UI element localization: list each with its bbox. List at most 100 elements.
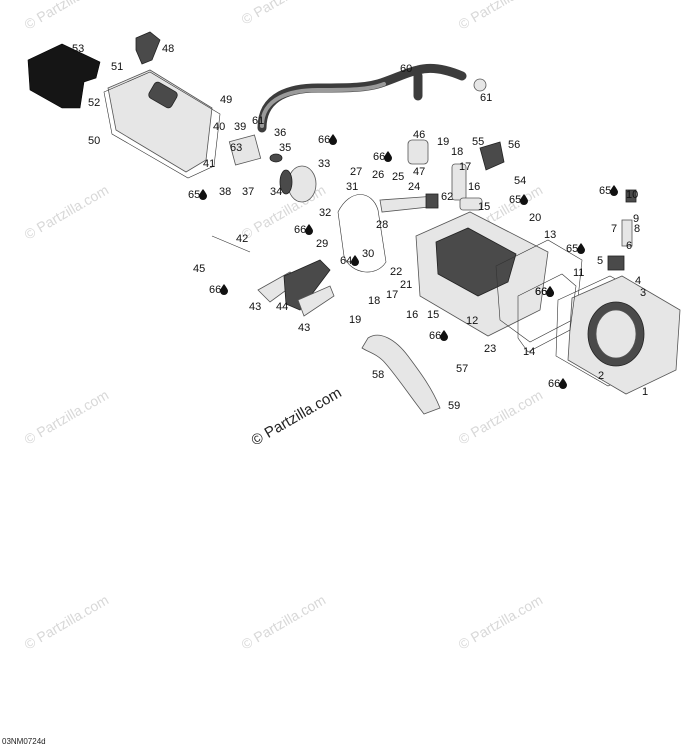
- watermark: © Partzilla.com: [239, 592, 329, 653]
- part-49-gasket: [103, 71, 221, 179]
- callout-20: 20: [529, 212, 541, 224]
- part-55-bracket: [479, 141, 505, 171]
- callout-63: 63: [230, 142, 242, 154]
- callout-66: 66: [429, 330, 441, 342]
- callout-48: 48: [162, 43, 174, 55]
- copyright-notice: © Partzilla.com: [249, 384, 345, 449]
- part-58-exhaust-manifold: [361, 334, 441, 415]
- callout-21: 21: [400, 279, 412, 291]
- callout-58: 58: [372, 369, 384, 381]
- callout-2: 2: [598, 370, 604, 382]
- callout-57: 57: [456, 363, 468, 375]
- callout-45: 45: [193, 263, 205, 275]
- oil-drop-icon: [199, 189, 207, 200]
- watermark: © Partzilla.com: [456, 387, 546, 448]
- callout-26: 26: [372, 169, 384, 181]
- oil-drop-icon: [351, 255, 359, 266]
- callout-35: 35: [279, 142, 291, 154]
- callout-61: 61: [480, 92, 492, 104]
- oil-drop-icon: [220, 284, 228, 295]
- part-35-oring: [269, 153, 283, 163]
- callout-10: 10: [626, 189, 638, 201]
- callout-56: 56: [508, 139, 520, 151]
- callout-16: 16: [406, 309, 418, 321]
- callout-7: 7: [611, 223, 617, 235]
- callout-31: 31: [346, 181, 358, 193]
- callout-22: 22: [390, 266, 402, 278]
- part-10-sensor: [625, 189, 637, 203]
- watermark: © Partzilla.com: [456, 0, 546, 33]
- part-61-clamp: [473, 78, 487, 92]
- part-50-cap: [148, 81, 178, 109]
- callout-52: 52: [88, 97, 100, 109]
- callout-14: 14: [523, 346, 535, 358]
- watermark: © Partzilla.com: [456, 592, 546, 653]
- callout-40: 40: [213, 121, 225, 133]
- callout-65: 65: [509, 194, 521, 206]
- callout-46: 46: [413, 129, 425, 141]
- callout-23: 23: [484, 343, 496, 355]
- callout-66: 66: [209, 284, 221, 296]
- callout-61: 61: [252, 115, 264, 127]
- part-53-pad: [27, 43, 101, 109]
- callout-3: 3: [640, 287, 646, 299]
- part-46-lifter: [407, 139, 429, 165]
- reference-code: 03NM0724d: [2, 737, 46, 746]
- part-valve-spring-upper: [451, 163, 467, 201]
- callout-24: 24: [408, 181, 420, 193]
- callout-34: 34: [270, 186, 282, 198]
- watermark: © Partzilla.com: [22, 592, 112, 653]
- callout-54: 54: [514, 175, 526, 187]
- callout-64: 64: [340, 255, 352, 267]
- callout-49: 49: [220, 94, 232, 106]
- callout-55: 55: [472, 136, 484, 148]
- part-42-shaft: [211, 235, 251, 253]
- watermark: © Partzilla.com: [22, 0, 112, 33]
- callout-25: 25: [392, 171, 404, 183]
- callout-9: 9: [633, 213, 639, 225]
- part-44-rocker: [283, 259, 331, 311]
- part-7-rod: [621, 219, 633, 247]
- part-5-adjuster: [607, 255, 625, 271]
- callout-51: 51: [111, 61, 123, 73]
- oil-drop-icon: [329, 134, 337, 145]
- callout-66: 66: [535, 286, 547, 298]
- callout-6: 6: [626, 240, 632, 252]
- watermark: © Partzilla.com: [22, 387, 112, 448]
- watermark: © Partzilla.com: [22, 182, 112, 243]
- callout-43: 43: [249, 301, 261, 313]
- callout-17: 17: [386, 289, 398, 301]
- part-60-hose: [257, 63, 467, 133]
- callout-50: 50: [88, 135, 100, 147]
- callout-28: 28: [376, 219, 388, 231]
- callout-1: 1: [642, 386, 648, 398]
- part-48-coil: [135, 31, 161, 65]
- callout-19: 19: [349, 314, 361, 326]
- callout-15: 15: [427, 309, 439, 321]
- callout-66: 66: [318, 134, 330, 146]
- part-62-sensor: [425, 193, 439, 209]
- callout-66: 66: [373, 151, 385, 163]
- part-28-chain: [337, 194, 387, 273]
- callout-37: 37: [242, 186, 254, 198]
- callout-33: 33: [318, 158, 330, 170]
- callout-27: 27: [350, 166, 362, 178]
- callout-42: 42: [236, 233, 248, 245]
- oil-drop-icon: [546, 286, 554, 297]
- callout-41: 41: [203, 158, 215, 170]
- callout-17: 17: [459, 161, 471, 173]
- callout-65: 65: [566, 243, 578, 255]
- oil-drop-icon: [559, 378, 567, 389]
- callout-18: 18: [368, 295, 380, 307]
- oil-drop-icon: [440, 330, 448, 341]
- oil-drop-icon: [384, 151, 392, 162]
- part-34-gasket: [279, 169, 293, 195]
- callout-66: 66: [535, 286, 547, 298]
- callout-8: 8: [634, 223, 640, 235]
- callout-59: 59: [448, 400, 460, 412]
- callout-15: 15: [478, 201, 490, 213]
- callout-13: 13: [544, 229, 556, 241]
- callout-60: 60: [400, 63, 412, 75]
- callout-19: 19: [437, 136, 449, 148]
